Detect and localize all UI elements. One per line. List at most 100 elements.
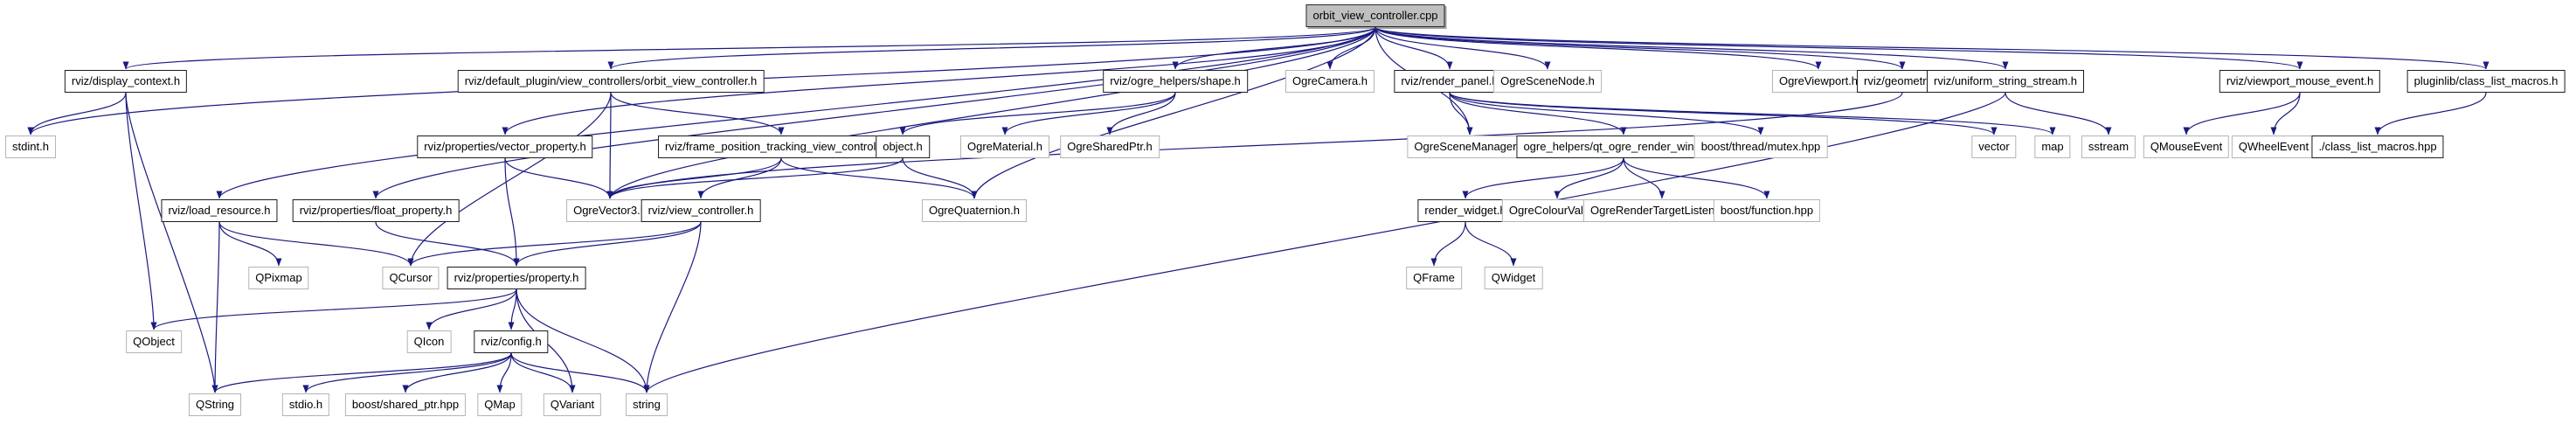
edge-render-widget-to-qwidget — [1465, 221, 1517, 267]
node-stdio-h: stdio.h — [281, 393, 330, 416]
edge-load-resource-to-qpixmap — [218, 221, 282, 267]
edge-object-h-to-ogre-quaternion — [902, 157, 978, 199]
node-map: map — [2034, 136, 2071, 158]
edge-root-to-float-property — [372, 26, 1376, 199]
edge-render-widget-to-qframe — [1430, 221, 1466, 267]
edge-root-to-ogre-viewport — [1375, 26, 1822, 70]
edge-viewport-mouse-event-to-qwheelevent — [2270, 92, 2301, 136]
edge-qt-ogre-render-window-to-boost-function — [1623, 157, 1770, 199]
node-display-context[interactable]: rviz/display_context.h — [64, 70, 188, 93]
edge-root-to-pluginlib-macros — [1375, 26, 2489, 70]
node-ogre-scene-node: OgreSceneNode.h — [1493, 70, 1602, 93]
edge-root-to-shape-h — [1172, 26, 1376, 70]
edge-property-h-to-qicon — [426, 288, 517, 330]
node-render-widget[interactable]: render_widget.h — [1417, 199, 1513, 222]
edge-root-to-ogre-quaternion — [971, 26, 1376, 199]
node-qwheelevent: QWheelEvent — [2231, 136, 2316, 158]
edge-config-h-to-qstring — [211, 352, 512, 393]
edge-render-panel-to-ogre-scene-manager — [1449, 92, 1473, 136]
edge-uniform-string-stream-to-sstream — [2005, 92, 2112, 136]
edge-orbit-vc-h-to-ogre-vector3 — [606, 92, 613, 199]
node-render-panel[interactable]: rviz/render_panel.h — [1394, 70, 1506, 93]
edge-float-property-to-property-h — [375, 221, 520, 267]
edge-orbit-vc-h-to-qcursor — [407, 92, 612, 267]
edge-geometry-to-ogre-vector3 — [606, 92, 1903, 199]
node-vector-property[interactable]: rviz/properties/vector_property.h — [417, 136, 593, 158]
edge-vector-property-to-ogre-vector3 — [504, 157, 613, 199]
node-pluginlib-macros[interactable]: pluginlib/class_list_macros.h — [2406, 70, 2566, 93]
node-config-h[interactable]: rviz/config.h — [474, 330, 549, 353]
node-ogre-quaternion: OgreQuaternion.h — [921, 199, 1028, 222]
edge-vector-property-to-property-h — [504, 157, 520, 267]
node-string: string — [626, 393, 668, 416]
edge-orbit-vc-h-to-frame-pos-track — [610, 92, 785, 136]
edge-root-to-geometry — [1375, 26, 1906, 70]
node-frame-pos-track[interactable]: rviz/frame_position_tracking_view_contro… — [658, 136, 904, 158]
edge-load-resource-to-qcursor — [218, 221, 414, 267]
edge-view-controller-to-qcursor — [407, 221, 702, 267]
edge-frame-pos-track-to-view-controller — [697, 157, 782, 199]
edge-root-to-load-resource — [216, 26, 1376, 199]
node-qwidget: QWidget — [1484, 267, 1543, 289]
node-qmouseevent: QMouseEvent — [2143, 136, 2230, 158]
node-boost-mutex: boost/thread/mutex.hpp — [1693, 136, 1828, 158]
edge-root-to-ogre-vector3 — [606, 26, 1376, 199]
edge-render-panel-to-boost-mutex — [1449, 92, 1764, 136]
node-float-property[interactable]: rviz/properties/float_property.h — [292, 199, 460, 222]
edge-view-controller-to-property-h — [513, 221, 702, 267]
node-viewport-mouse-event[interactable]: rviz/viewport_mouse_event.h — [2219, 70, 2381, 93]
edge-frame-pos-track-to-ogre-quaternion — [780, 157, 978, 199]
edge-render-panel-to-vector — [1449, 92, 1998, 136]
edge-pluginlib-macros-to-class-list-macros-hpp — [2374, 92, 2487, 136]
node-qmap: QMap — [477, 393, 523, 416]
node-object-h[interactable]: object.h — [876, 136, 930, 158]
edge-shape-h-to-object-h — [899, 92, 1176, 136]
node-vector: vector — [1971, 136, 2017, 158]
edge-config-h-to-string — [510, 352, 650, 393]
node-shape-h[interactable]: rviz/ogre_helpers/shape.h — [1103, 70, 1248, 93]
node-sstream: sstream — [2081, 136, 2136, 158]
node-root: orbit_view_controller.cpp — [1305, 4, 1445, 27]
edge-load-resource-to-qstring — [211, 221, 220, 393]
edge-config-h-to-qmap — [496, 352, 512, 393]
node-ogre-camera: OgreCamera.h — [1285, 70, 1375, 93]
edge-property-h-to-string — [516, 288, 650, 393]
edge-qt-ogre-render-window-to-render-widget — [1462, 157, 1624, 199]
node-stdint: stdint.h — [5, 136, 56, 158]
node-load-resource[interactable]: rviz/load_resource.h — [161, 199, 278, 222]
edge-root-to-render-panel — [1375, 26, 1453, 70]
edge-qt-ogre-render-window-to-ogre-colour-value — [1554, 157, 1624, 199]
edge-render-panel-to-qt-ogre-render-window — [1449, 92, 1627, 136]
node-ogre-vector3: OgreVector3.h — [566, 199, 654, 222]
edge-config-h-to-boost-shared-ptr — [402, 352, 512, 393]
node-qobject: QObject — [126, 330, 182, 353]
edge-qt-ogre-render-window-to-ogre-rt-listener — [1623, 157, 1665, 199]
node-class-list-macros-hpp[interactable]: ./class_list_macros.hpp — [2311, 136, 2444, 158]
edge-property-h-to-qobject — [150, 288, 517, 330]
node-qicon: QIcon — [406, 330, 452, 353]
edge-root-to-orbit-vc-h — [607, 26, 1376, 70]
edge-object-h-to-ogre-vector3 — [606, 157, 904, 199]
edge-root-to-display-context — [122, 26, 1376, 70]
edge-display-context-to-stdint — [27, 92, 127, 136]
node-ogre-viewport: OgreViewport.h — [1771, 70, 1866, 93]
node-ogre-shared-ptr: OgreSharedPtr.h — [1060, 136, 1160, 158]
node-qframe: QFrame — [1406, 267, 1462, 289]
node-boost-shared-ptr: boost/shared_ptr.hpp — [344, 393, 467, 416]
node-property-h[interactable]: rviz/properties/property.h — [447, 267, 586, 289]
edge-root-to-viewport-mouse-event — [1375, 26, 2303, 70]
node-qvariant: QVariant — [543, 393, 602, 416]
edge-root-to-ogre-scene-node — [1375, 26, 1551, 70]
edge-shape-h-to-ogre-shared-ptr — [1106, 92, 1176, 136]
node-view-controller[interactable]: rviz/view_controller.h — [641, 199, 761, 222]
edge-view-controller-to-string — [643, 221, 702, 393]
node-uniform-string-stream[interactable]: rviz/uniform_string_stream.h — [1927, 70, 2084, 93]
node-ogre-scene-manager: OgreSceneManager.h — [1407, 136, 1533, 158]
edge-uniform-string-stream-to-string — [643, 92, 2006, 393]
edge-config-h-to-qvariant — [510, 352, 576, 393]
node-qcursor: QCursor — [382, 267, 440, 289]
edge-shape-h-to-ogre-material — [1001, 92, 1176, 136]
node-orbit-vc-h[interactable]: rviz/default_plugin/view_controllers/orb… — [457, 70, 765, 93]
